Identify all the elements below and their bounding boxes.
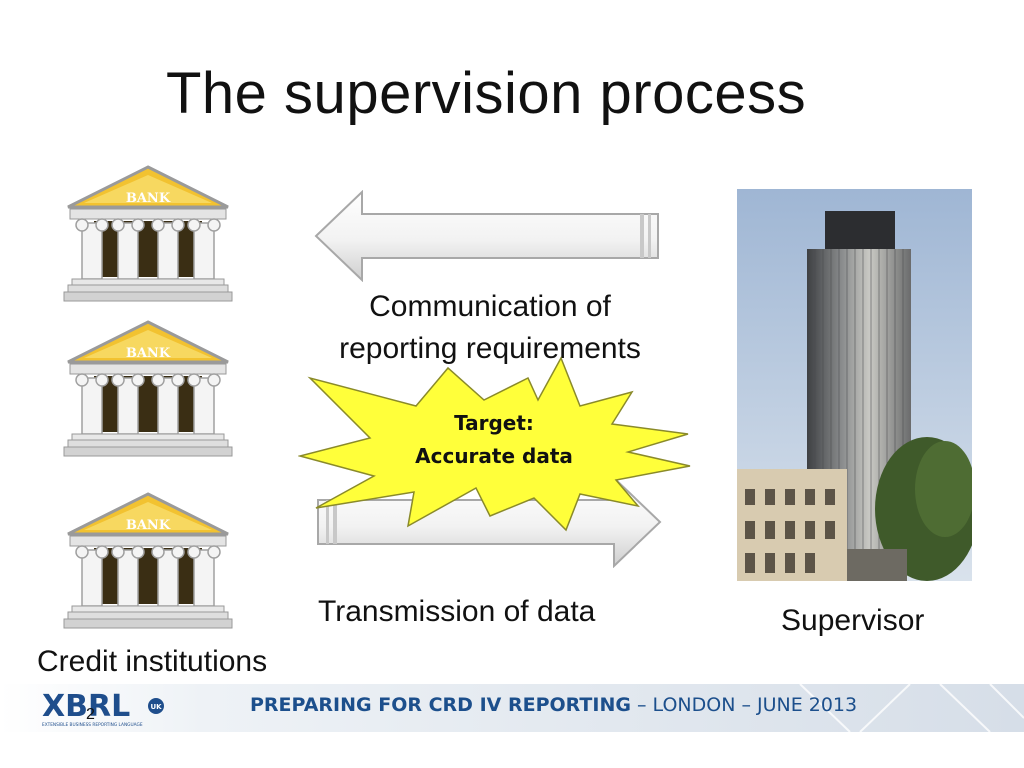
svg-text:XBRL: XBRL xyxy=(42,689,130,724)
bank-icon: BANK xyxy=(63,492,233,629)
bank-sign: BANK xyxy=(126,191,171,206)
bank-sign: BANK xyxy=(126,518,171,533)
page-number: 2 xyxy=(86,706,95,723)
footer-event-location-date: – LONDON – JUNE 2013 xyxy=(630,694,858,716)
xbrl-uk-logo: XBRL UK EXTENSIBLE BUSINESS REPORTING LA… xyxy=(42,689,164,728)
credit-institutions-label: Credit institutions xyxy=(37,645,268,678)
slide-title: The supervision process xyxy=(166,61,807,126)
left-arrow-icon xyxy=(314,190,659,282)
supervisor-label: Supervisor xyxy=(781,604,925,637)
communication-line-1: Communication of xyxy=(369,290,611,323)
target-label: Target: Accurate data xyxy=(394,407,594,473)
communication-line-2: reporting requirements xyxy=(339,332,641,365)
svg-text:UK: UK xyxy=(150,703,162,711)
transmission-label: Transmission of data xyxy=(318,595,596,628)
footer-event-title: PREPARING FOR CRD IV REPORTING xyxy=(250,694,631,716)
target-line-1: Target: xyxy=(454,411,534,435)
svg-text:EXTENSIBLE BUSINESS REPORTING: EXTENSIBLE BUSINESS REPORTING LANGUAGE xyxy=(42,722,143,728)
communication-label: Communication of reporting requirements xyxy=(305,286,675,370)
bank-icon: BANK xyxy=(63,165,233,302)
starburst-icon xyxy=(298,356,691,532)
footer-band xyxy=(0,684,1024,732)
target-line-2: Accurate data xyxy=(415,444,573,468)
bank-icon: BANK xyxy=(63,320,233,457)
bank-sign: BANK xyxy=(126,346,171,361)
supervisor-building-photo xyxy=(737,189,972,581)
footer-event-text: PREPARING FOR CRD IV REPORTING – LONDON … xyxy=(250,694,857,716)
